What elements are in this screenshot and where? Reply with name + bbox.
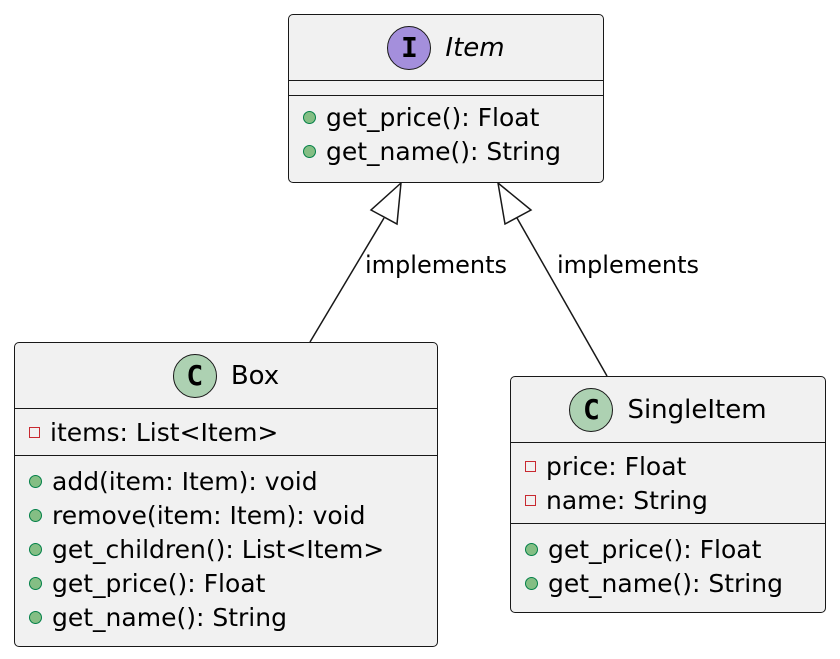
- relation-label: implements: [557, 251, 699, 279]
- attributes-section: price: Float name: String: [511, 443, 825, 524]
- class-box[interactable]: C Box items: List<Item> add(item: Item):…: [14, 342, 438, 647]
- class-name: Box: [230, 360, 280, 391]
- class-badge-icon: C: [172, 353, 217, 398]
- relation-singleitem-implements-item: implements: [496, 181, 699, 377]
- private-visibility-icon: [525, 460, 536, 472]
- method-row: get_children(): List<Item>: [29, 532, 423, 566]
- relation-box-implements-item: implements: [309, 181, 507, 343]
- method-row: get_name(): String: [303, 134, 589, 168]
- public-visibility-icon: [525, 576, 538, 590]
- private-visibility-icon: [525, 494, 536, 506]
- attribute-row: name: String: [525, 483, 811, 517]
- realization-line: [516, 217, 608, 377]
- relation-label: implements: [365, 251, 507, 279]
- public-visibility-icon: [29, 610, 42, 624]
- method-row: remove(item: Item): void: [29, 498, 423, 532]
- methods-section: get_price(): Float get_name(): String: [511, 524, 825, 604]
- realization-line: [309, 217, 385, 343]
- public-visibility-icon: [29, 508, 42, 522]
- class-badge-icon: C: [569, 387, 614, 432]
- public-visibility-icon: [303, 110, 316, 124]
- private-visibility-icon: [29, 426, 40, 438]
- class-singleitem[interactable]: C SingleItem price: Float name: String g…: [510, 376, 826, 613]
- method-row: get_name(): String: [525, 566, 811, 600]
- public-visibility-icon: [29, 576, 42, 590]
- hollow-arrowhead: [369, 181, 402, 226]
- attributes-section: items: List<Item>: [15, 409, 437, 456]
- interface-badge-icon: I: [387, 25, 432, 70]
- public-visibility-icon: [525, 542, 538, 556]
- public-visibility-icon: [29, 474, 42, 488]
- attribute-row: price: Float: [525, 449, 811, 483]
- interface-item[interactable]: I Item get_price(): Float get_name(): St…: [288, 14, 604, 183]
- public-visibility-icon: [303, 144, 316, 158]
- method-row: get_name(): String: [29, 600, 423, 634]
- class-name: SingleItem: [627, 394, 767, 425]
- class-name: Item: [445, 32, 505, 63]
- method-row: add(item: Item): void: [29, 464, 423, 498]
- method-row: get_price(): Float: [525, 532, 811, 566]
- public-visibility-icon: [29, 542, 42, 556]
- method-row: get_price(): Float: [303, 100, 589, 134]
- methods-section: get_price(): Float get_name(): String: [289, 96, 603, 172]
- class-header: C Box: [15, 343, 437, 409]
- class-header: C SingleItem: [511, 377, 825, 443]
- hollow-arrowhead: [496, 181, 533, 226]
- method-row: get_price(): Float: [29, 566, 423, 600]
- attributes-section: [289, 81, 603, 96]
- attribute-row: items: List<Item>: [29, 415, 423, 449]
- methods-section: add(item: Item): void remove(item: Item)…: [15, 456, 437, 638]
- class-header: I Item: [289, 15, 603, 81]
